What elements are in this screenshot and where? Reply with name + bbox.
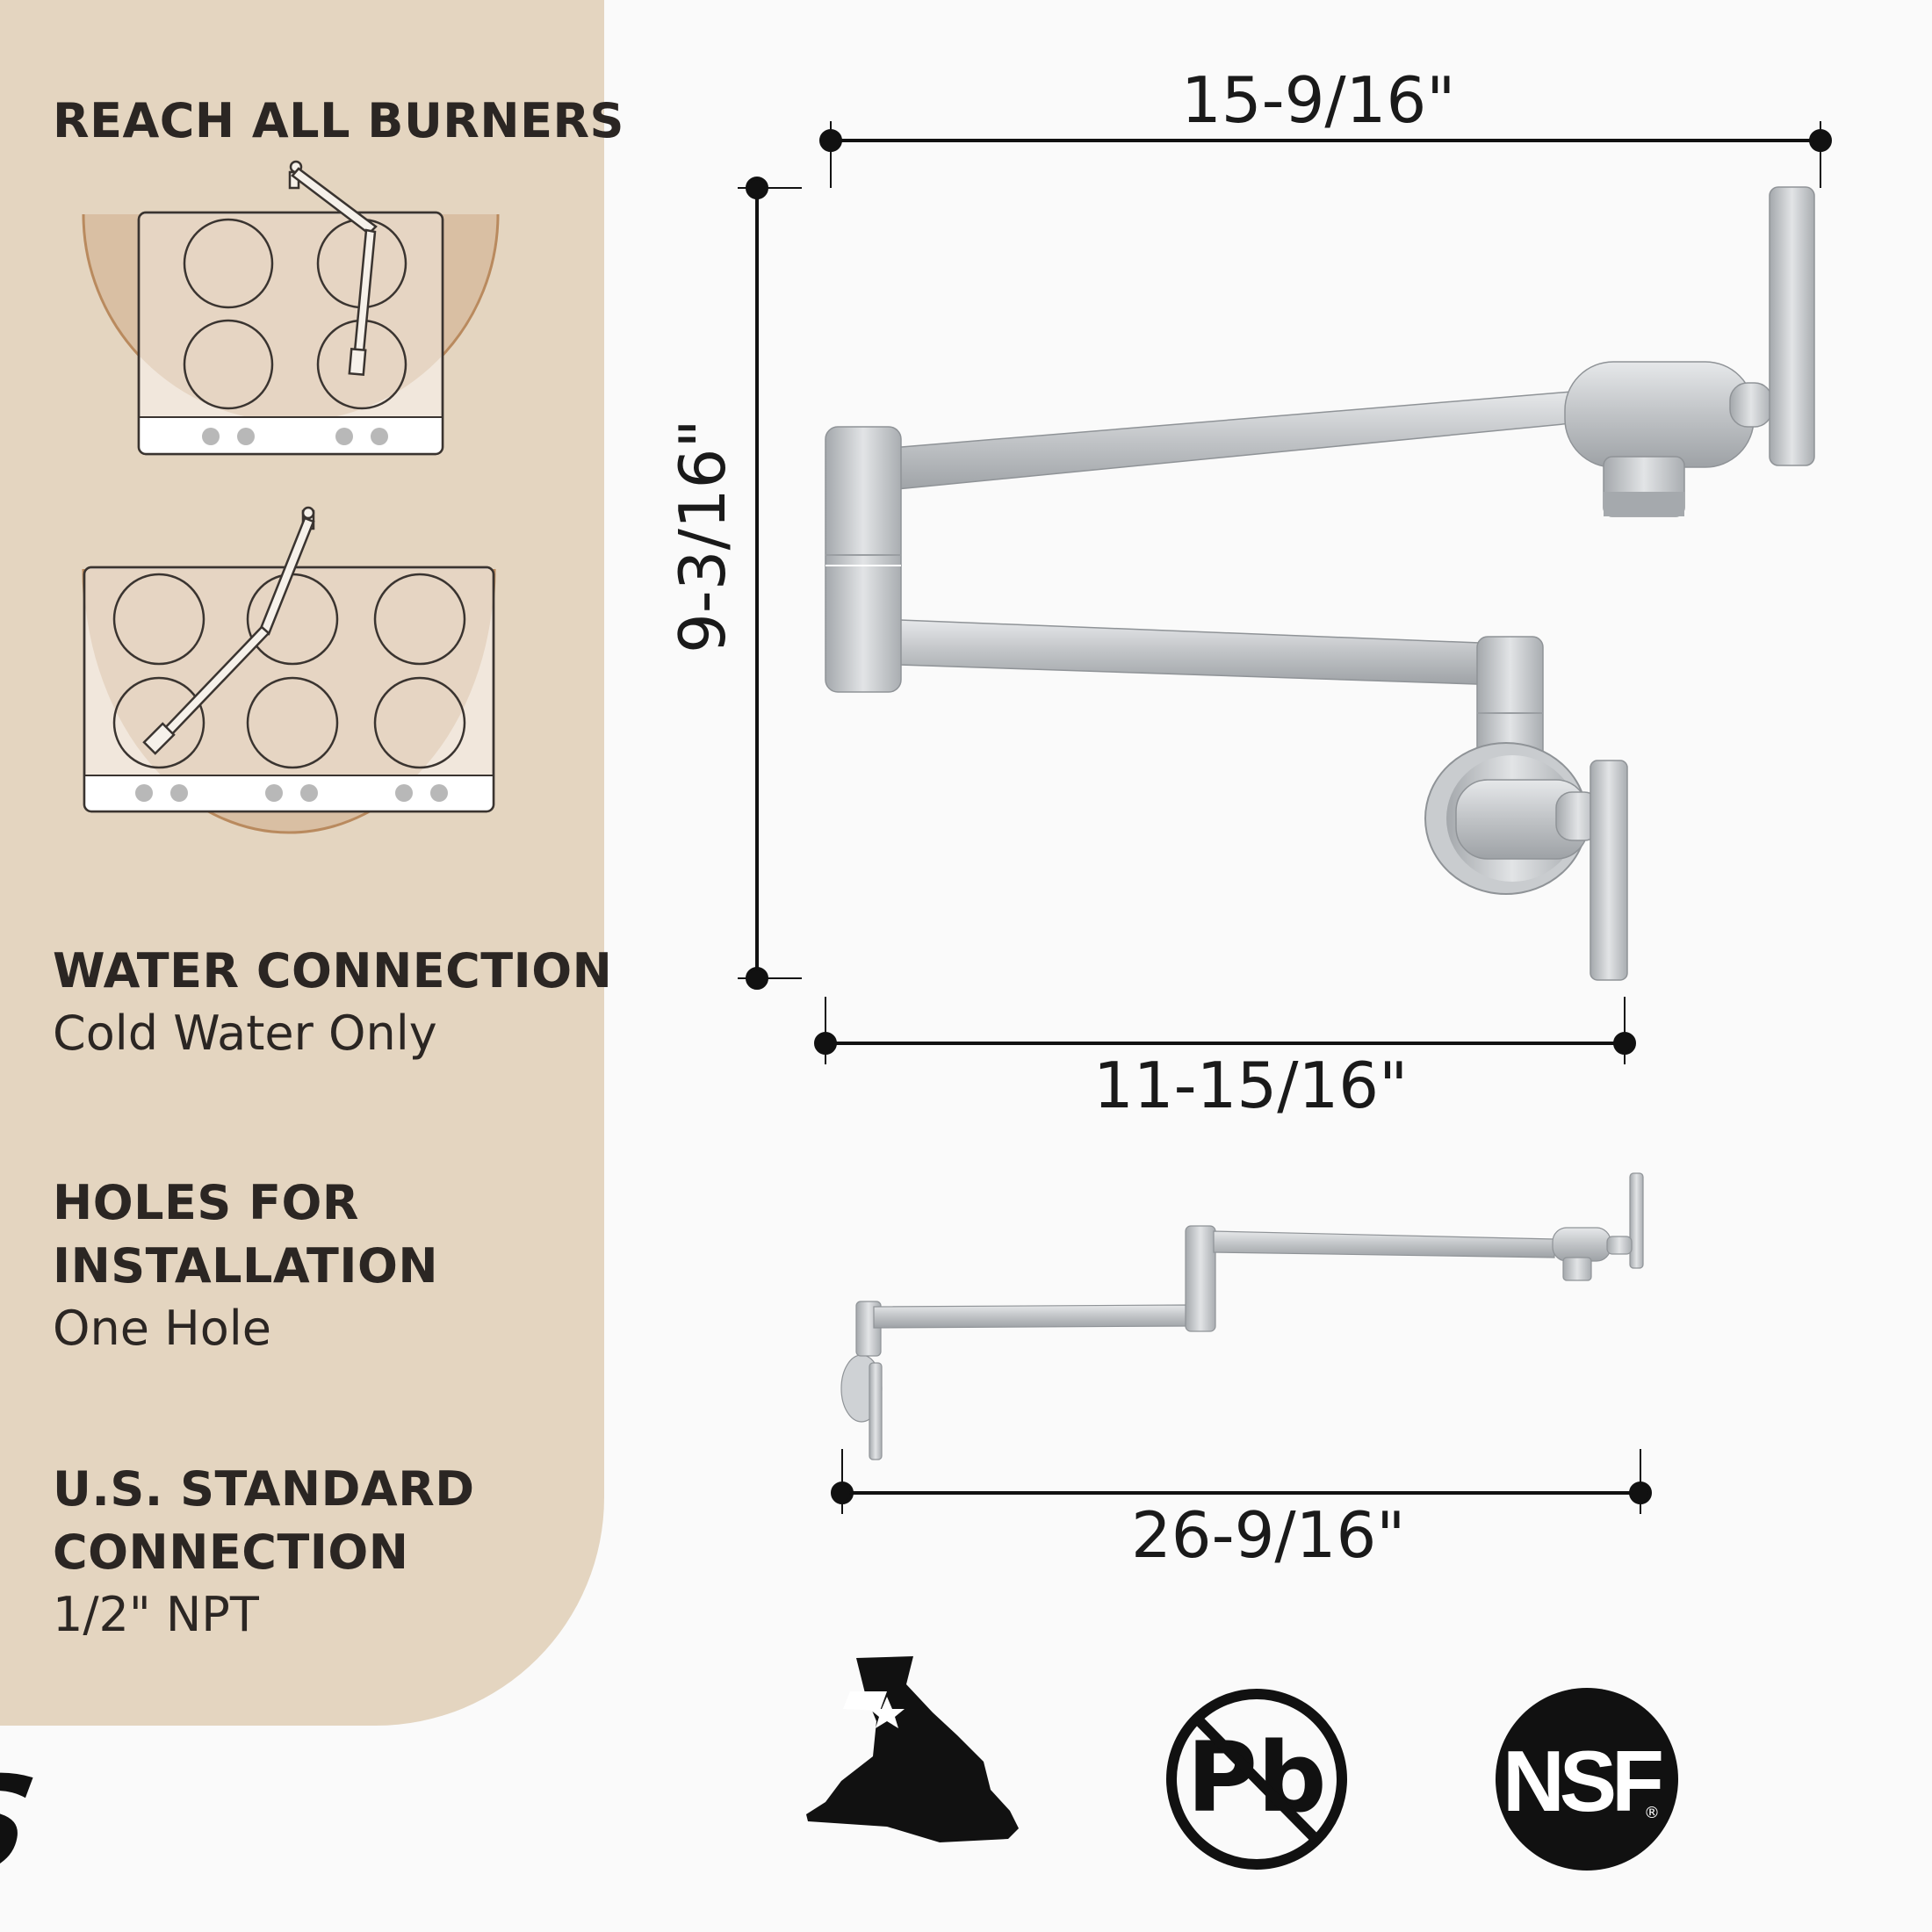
burner — [246, 676, 339, 769]
kes-logo: KES — [0, 1748, 42, 1902]
knob — [265, 784, 283, 802]
burner — [112, 573, 205, 666]
dimension-top-width: 15-9/16" — [1181, 63, 1456, 137]
knob — [202, 428, 220, 445]
dimension-extended-width: 26-9/16" — [1131, 1498, 1406, 1572]
feature-value-standard: 1/2" NPT — [53, 1587, 259, 1642]
stove-diagram-four-burner — [82, 160, 500, 456]
burner — [112, 676, 205, 769]
burner — [183, 218, 274, 309]
knob — [237, 428, 255, 445]
feature-value-holes: One Hole — [53, 1301, 271, 1356]
feature-title-water-connection: WATER CONNECTION — [53, 943, 613, 998]
feature-title-standard-line2: CONNECTION — [53, 1525, 409, 1580]
nsf-registered-mark: ® — [1644, 1804, 1660, 1822]
faucet-extended-illustration — [840, 1172, 1644, 1460]
brand-logo-text: KES — [0, 1748, 42, 1902]
feature-title-holes-line2: INSTALLATION — [53, 1238, 439, 1294]
dimension-lines — [738, 121, 1832, 1514]
california-bear-icon — [806, 1656, 1019, 1842]
burner — [373, 676, 466, 769]
lead-free-badge-icon: Pb — [1166, 1689, 1347, 1870]
nsf-text: NSF — [1503, 1733, 1662, 1829]
dimension-bottom-width: 11-15/16" — [1093, 1049, 1409, 1122]
knob — [395, 784, 413, 802]
burner — [373, 573, 466, 666]
knob — [371, 428, 388, 445]
burner — [183, 319, 274, 410]
knob — [430, 784, 448, 802]
knob — [335, 428, 353, 445]
faucet-arm-icon — [288, 160, 378, 376]
feature-title-standard-line1: U.S. STANDARD — [53, 1461, 475, 1517]
faucet-arm-icon — [142, 506, 315, 755]
faucet-main-illustration — [825, 186, 1815, 981]
feature-title-holes-line1: HOLES FOR — [53, 1175, 359, 1230]
knob — [135, 784, 153, 802]
feature-value-water-connection: Cold Water Only — [53, 1006, 437, 1061]
nsf-badge-icon: NSF ® — [1496, 1688, 1678, 1871]
stove-diagram-six-burner — [82, 506, 496, 834]
knob — [300, 784, 318, 802]
knob — [170, 784, 188, 802]
feature-title-reach-burners: REACH ALL BURNERS — [53, 93, 624, 148]
